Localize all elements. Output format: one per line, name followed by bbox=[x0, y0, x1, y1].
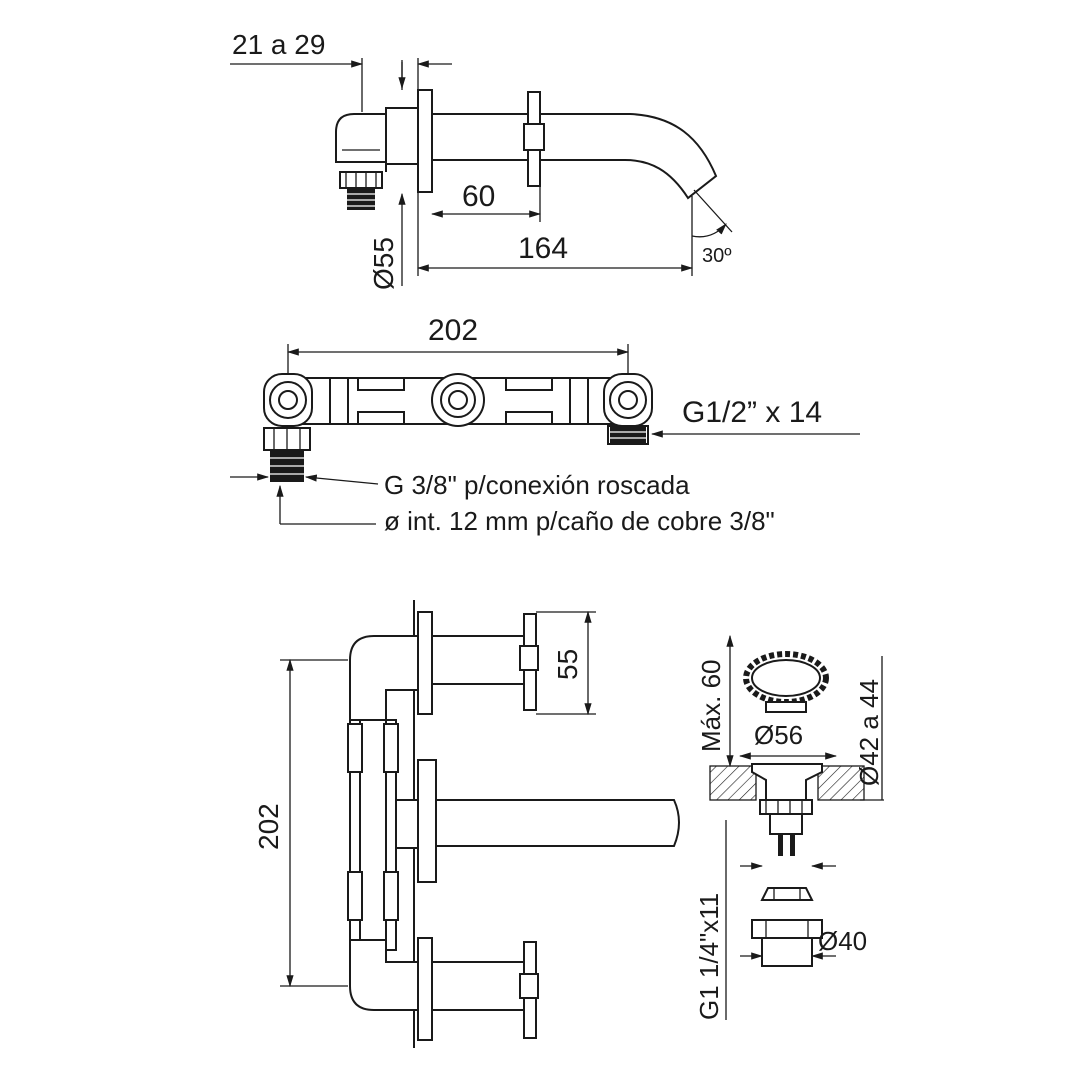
dim-outlet-thread: G1/2” x 14 bbox=[682, 396, 822, 429]
dim-center-distance-top: 202 bbox=[428, 314, 478, 347]
dim-angle: 30º bbox=[702, 245, 732, 267]
lower-elbow bbox=[349, 939, 419, 1011]
dim-wall-depth: 21 a 29 bbox=[232, 29, 325, 60]
dim-max-thickness: Máx. 60 bbox=[696, 660, 726, 753]
dim-nut: Ø40 bbox=[818, 926, 867, 956]
lower-handle-body bbox=[431, 961, 529, 1011]
dim-escutcheon: Ø55 bbox=[368, 237, 399, 290]
note-thread: G 3/8" p/conexión roscada bbox=[384, 470, 690, 500]
drain-washer bbox=[760, 887, 814, 901]
dim-handle-plate: 55 bbox=[552, 649, 583, 680]
side-view: 21 a 29 Ø55 60 164 30º bbox=[230, 29, 733, 290]
drain-detail: Máx. 60 Ø56 Ø42 a 44 G1 1/4"x11 Ø40 bbox=[694, 634, 884, 1020]
dim-spout-base: 60 bbox=[462, 180, 495, 213]
upper-elbow bbox=[349, 635, 419, 721]
valve-body-view: 202 G1/2” x bbox=[230, 314, 860, 536]
dim-spout-length: 164 bbox=[518, 232, 568, 265]
drain-nut bbox=[751, 919, 823, 939]
front-view: 55 202 bbox=[253, 600, 680, 1048]
note-pipe: ø int. 12 mm p/caño de cobre 3/8" bbox=[384, 506, 775, 536]
right-thread bbox=[610, 426, 646, 444]
front-spout bbox=[435, 799, 680, 847]
dim-hole-range: Ø42 a 44 bbox=[854, 679, 884, 786]
drain-body bbox=[751, 763, 823, 801]
upper-handle-body bbox=[431, 635, 529, 685]
escutcheon-plate bbox=[417, 89, 433, 193]
spout-profile bbox=[431, 113, 718, 200]
dim-thread: G1 1/4"x11 bbox=[694, 893, 724, 1020]
popup-cap bbox=[743, 651, 829, 713]
dim-flange: Ø56 bbox=[754, 720, 803, 750]
counter-slab-left bbox=[709, 765, 757, 801]
valve-housing bbox=[385, 107, 419, 165]
elbow-connector bbox=[335, 113, 387, 210]
counter-slab-right bbox=[817, 765, 865, 801]
dim-center-distance-front: 202 bbox=[253, 803, 284, 850]
